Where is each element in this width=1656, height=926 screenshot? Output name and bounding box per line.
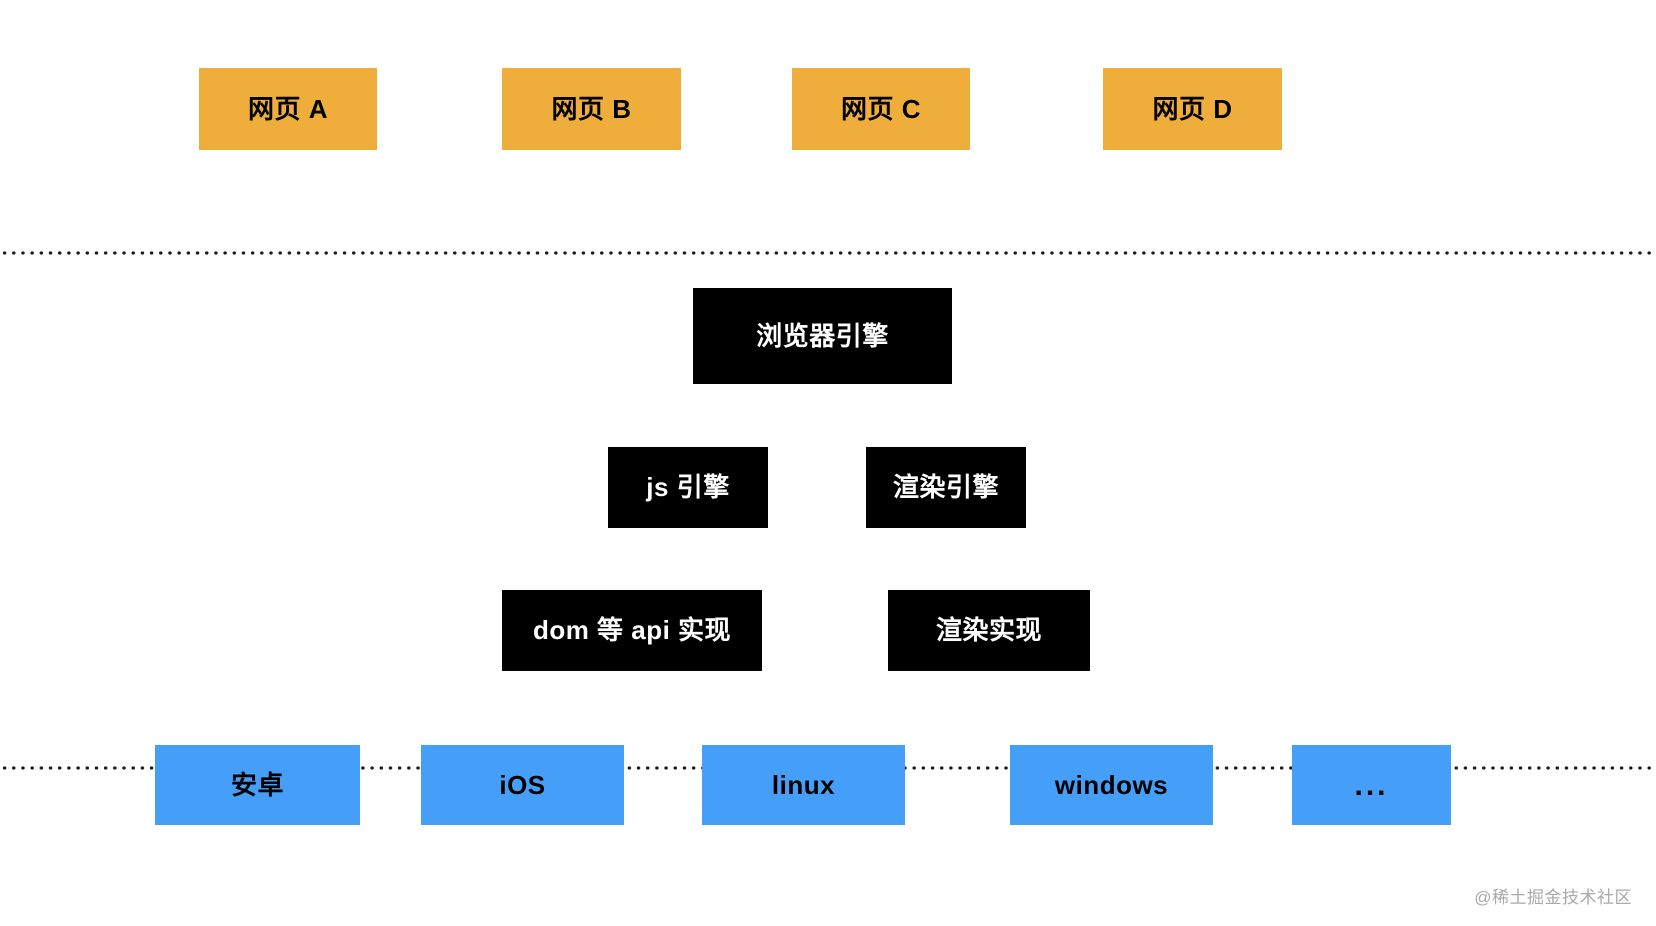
browser-engine-box: 浏览器引擎	[693, 288, 952, 384]
render-engine-label: 渲染引擎	[892, 472, 999, 503]
dom-api-impl-label: dom 等 api 实现	[532, 615, 732, 646]
os-label-android: 安卓	[230, 769, 284, 800]
js-engine-box: js 引擎	[608, 447, 768, 528]
os-label-more: ...	[1354, 768, 1389, 802]
os-label-ios: iOS	[499, 769, 546, 800]
web-page-box-a: 网页 A	[199, 68, 377, 150]
render-engine-box: 渲染引擎	[866, 447, 1026, 528]
browser-engine-label: 浏览器引擎	[756, 320, 889, 351]
os-box-android: 安卓	[155, 745, 360, 825]
divider-pages-engine	[0, 251, 1656, 255]
os-box-more: ...	[1292, 745, 1451, 825]
os-label-linux: linux	[771, 769, 836, 800]
web-page-label-d: 网页 D	[1152, 93, 1233, 124]
web-page-label-a: 网页 A	[247, 93, 328, 124]
os-box-windows: windows	[1010, 745, 1213, 825]
web-page-label-b: 网页 B	[551, 93, 632, 124]
web-page-label-c: 网页 C	[840, 93, 921, 124]
render-impl-box: 渲染实现	[888, 590, 1090, 671]
web-page-box-c: 网页 C	[792, 68, 970, 150]
js-engine-label: js 引擎	[646, 472, 730, 503]
web-page-box-b: 网页 B	[502, 68, 681, 150]
os-label-windows: windows	[1054, 769, 1169, 800]
os-box-linux: linux	[702, 745, 905, 825]
web-page-box-d: 网页 D	[1103, 68, 1282, 150]
watermark: @稀土掘金技术社区	[1474, 888, 1632, 907]
dom-api-impl-box: dom 等 api 实现	[502, 590, 762, 671]
os-box-ios: iOS	[421, 745, 624, 825]
render-impl-label: 渲染实现	[935, 615, 1042, 646]
